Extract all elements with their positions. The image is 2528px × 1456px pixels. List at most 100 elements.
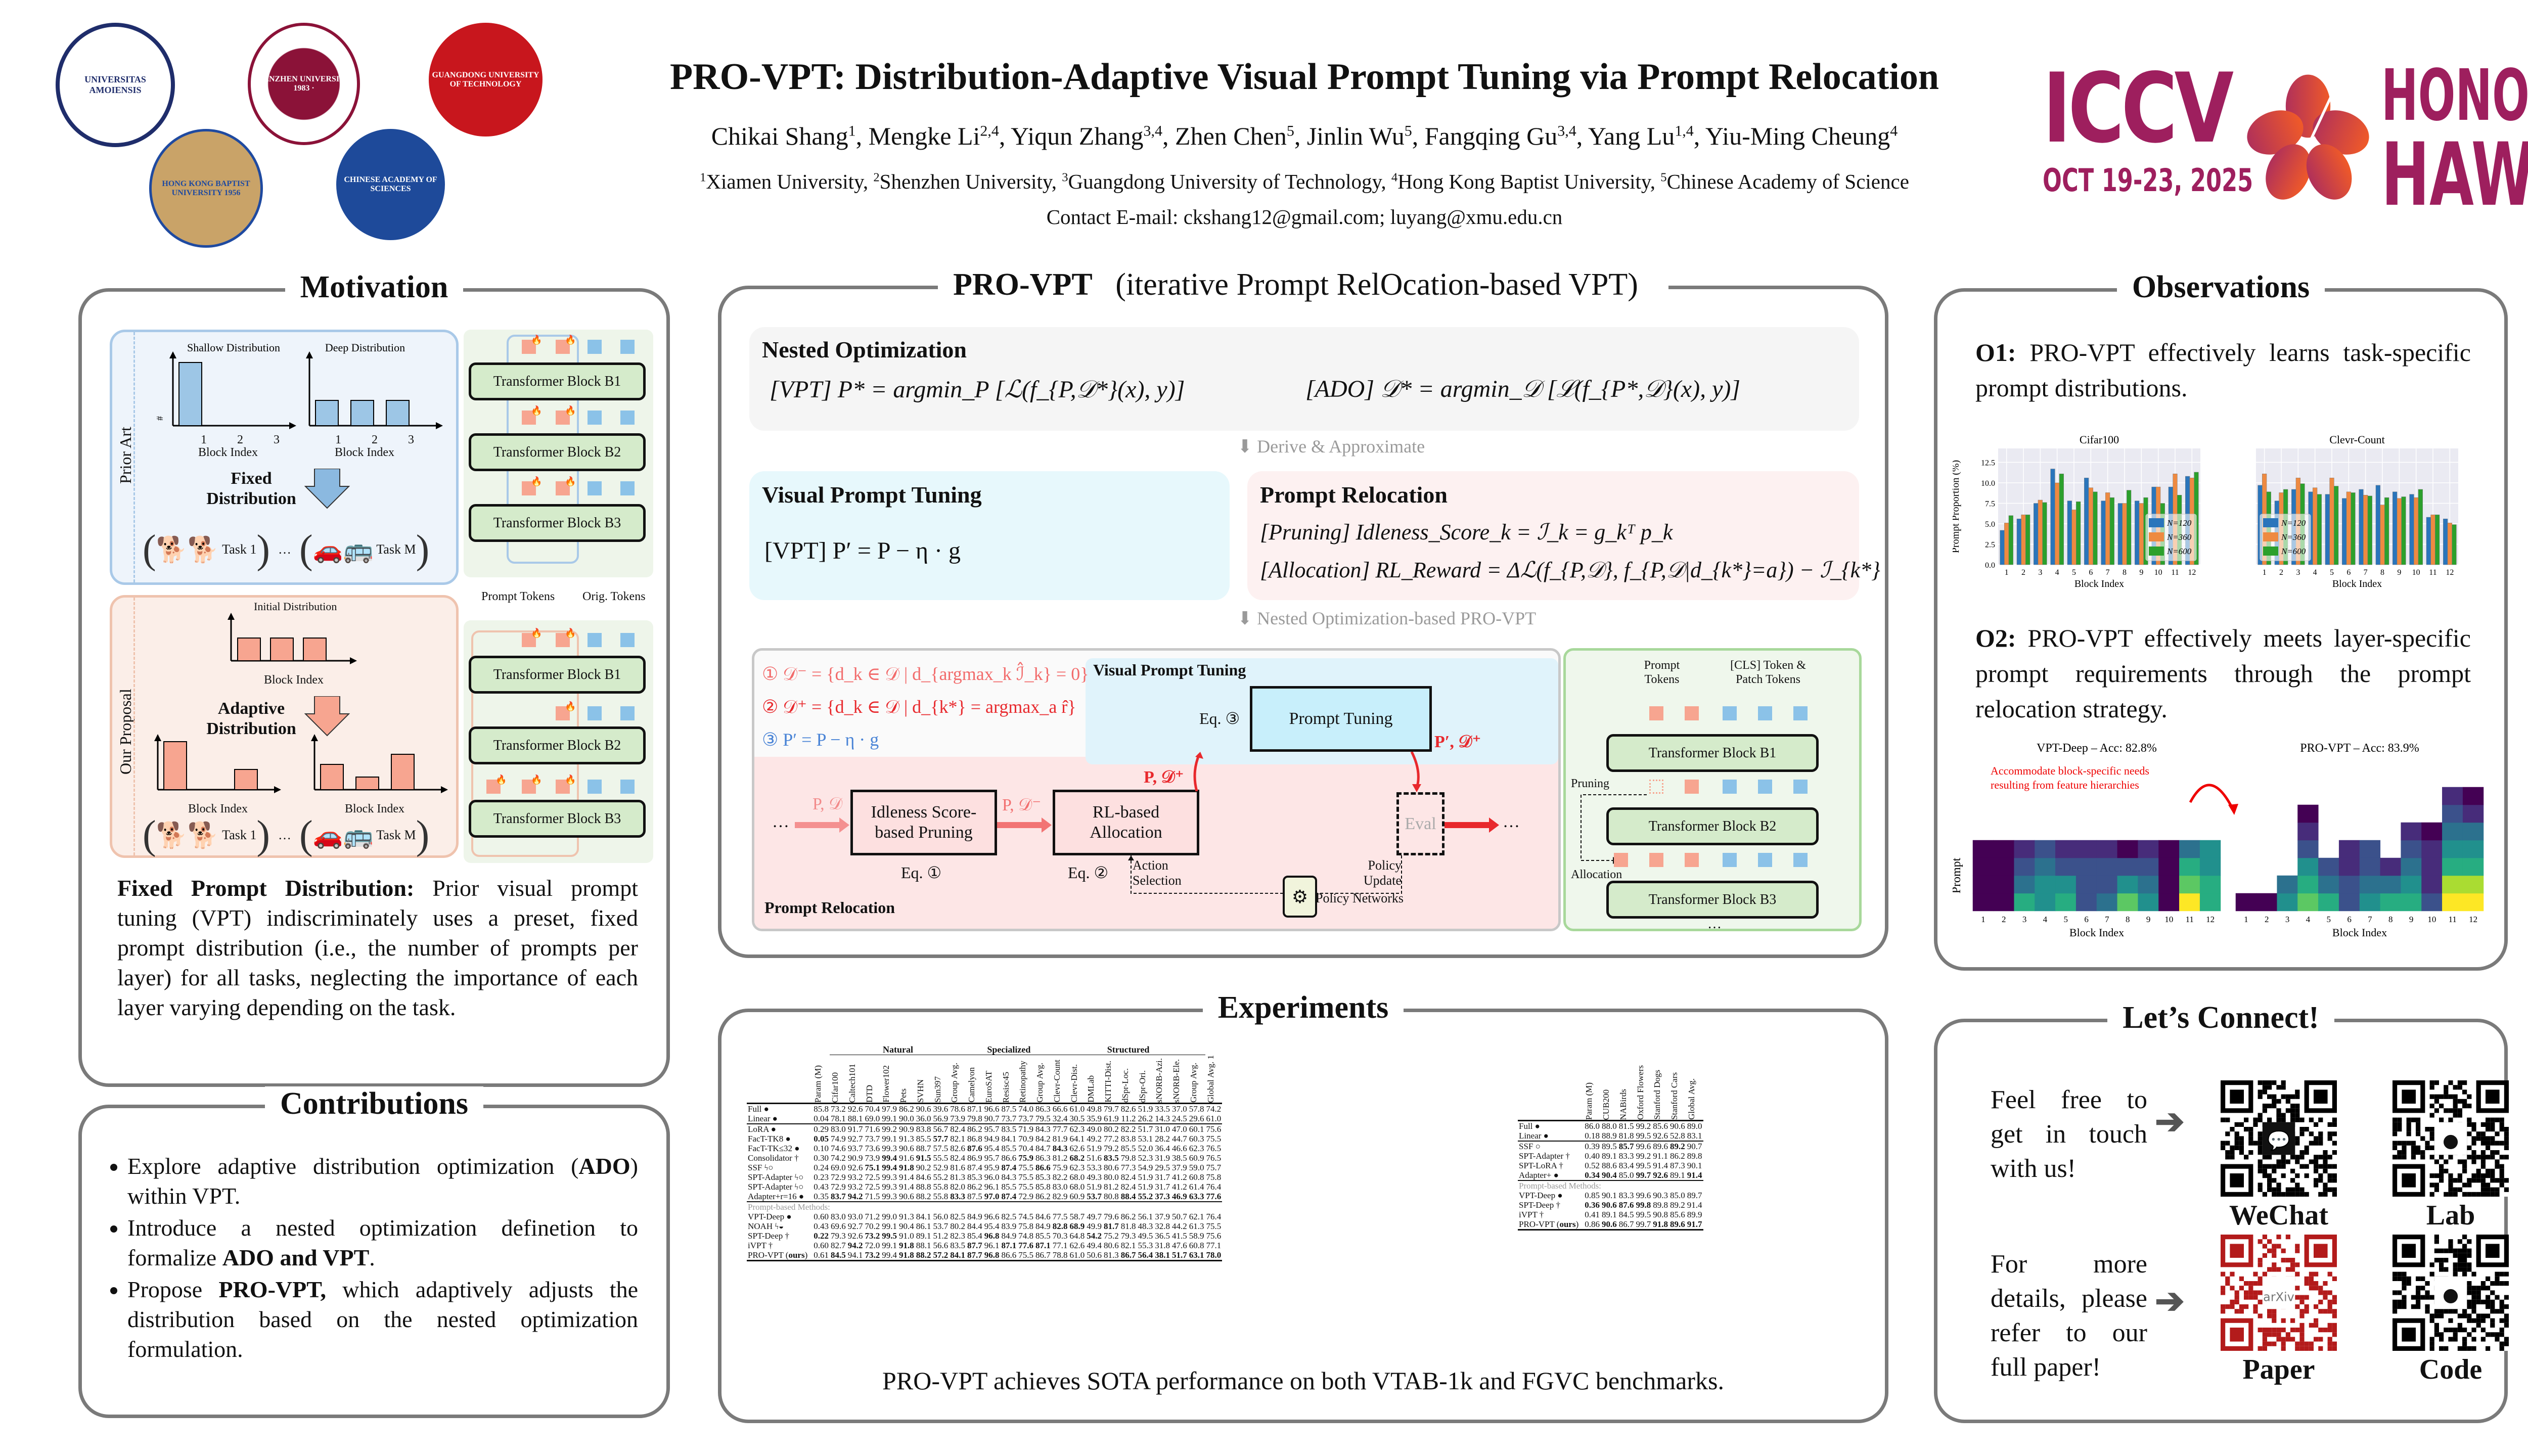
heatmap-cell: [2318, 875, 2339, 894]
table-cell: 29.6: [1189, 1114, 1204, 1124]
x-axis-label: Block Index: [2069, 926, 2124, 939]
table-cell: 94.2: [847, 1241, 863, 1251]
author-list: Chikai Shang1, Mengke Li2,4, Yiqun Zhang…: [711, 122, 1898, 150]
table-cell: 48.3: [1138, 1221, 1153, 1232]
x-tick-label: 7: [2105, 915, 2109, 924]
table-cell: 0.18: [1585, 1131, 1600, 1141]
heatmap-cell: [2055, 840, 2076, 858]
column-header: DMLab: [1086, 1075, 1096, 1103]
heatmap-title: PRO-VPT – Acc: 83.9%: [2300, 742, 2419, 755]
table-cell: 86.2: [898, 1103, 915, 1114]
bar: [2034, 503, 2039, 565]
table-cell: 58.9: [1189, 1231, 1204, 1241]
table-cell: 52.3: [1138, 1153, 1153, 1163]
table-cell: 86.7: [1617, 1219, 1635, 1231]
method-name: PRO-VPT (ours): [747, 1250, 813, 1262]
cls-patch-token: [1758, 780, 1772, 794]
bar: [2430, 514, 2435, 565]
author: Fangqing Gu3,4: [1424, 122, 1576, 150]
table-cell: 52.0: [1138, 1144, 1153, 1154]
table-cell: 88.4: [1120, 1192, 1136, 1202]
heatmap-cell: [2442, 893, 2463, 912]
table-cell: 61.0: [1206, 1114, 1222, 1124]
qr-code-code[interactable]: ●: [2392, 1235, 2509, 1351]
table-cell: 76.5: [1206, 1153, 1222, 1163]
table-cell: 86.1: [916, 1221, 931, 1232]
table-cell: 89.0: [1686, 1120, 1703, 1131]
contribution-item: Introduce a nested optimization defineti…: [127, 1213, 638, 1272]
table-cell: 68.9: [1069, 1221, 1085, 1232]
heatmap-cell: [2380, 893, 2401, 912]
table-cell: 66.6: [1051, 1103, 1069, 1114]
table-cell: 38.1: [1154, 1250, 1171, 1262]
x-tick-label: 3: [2022, 915, 2027, 924]
iccv-logo: ICCV OCT 19-23, 2025 HONOLULU HAWAII: [2043, 61, 2528, 218]
author: Yiqun Zhang3,4: [1011, 122, 1163, 150]
table-cell: 35.9: [1087, 1114, 1102, 1124]
bar: [2363, 495, 2368, 565]
heatmap-cell: [2462, 857, 2484, 876]
down-arrow-icon: [304, 469, 350, 509]
table-cell: 36.0: [916, 1114, 931, 1124]
table-cell: 90.6: [899, 1192, 914, 1202]
table-cell: 99.4: [882, 1153, 897, 1163]
qr-code-wechat[interactable]: 💬: [2221, 1080, 2337, 1197]
table-cell: 74.9: [831, 1134, 846, 1144]
heatmap-cell: [2235, 893, 2257, 912]
flame-icon: 🔥: [531, 628, 543, 638]
bar: [2000, 530, 2005, 565]
x-tick-label: 1: [2263, 568, 2267, 577]
column-header: NABirds: [1618, 1088, 1628, 1120]
method-name: iVPT †: [748, 1241, 773, 1251]
adaptive-distribution-label: Adaptive Distribution: [206, 699, 296, 738]
column-header: Param (M): [1584, 1082, 1594, 1120]
table-cell: 74.0: [1017, 1103, 1034, 1114]
table-cell: 75.5: [1206, 1221, 1222, 1232]
cas-logo: CHINESE ACADEMY OF SCIENCES: [336, 129, 445, 240]
table-cell: 84.2: [1035, 1134, 1051, 1144]
table-cell: 74.6: [831, 1144, 846, 1154]
table-cell: 83.8: [915, 1123, 932, 1134]
table-cell: 87.3: [1670, 1161, 1685, 1171]
column-header: sNORB-Azi.: [1154, 1058, 1164, 1103]
table-cell: 80.6: [1104, 1163, 1119, 1173]
author: Chikai Shang1: [711, 122, 856, 150]
ellipsis-right: …: [1503, 812, 1520, 831]
table-cell: 90.7: [1686, 1141, 1703, 1152]
flow-eq2: ② 𝒟⁺ = {d_k ∈ 𝒟 | d_{k*} = argmax_a r̂}: [762, 697, 1076, 717]
table-cell: 90.2: [916, 1163, 931, 1173]
table-cell: 95.9: [984, 1163, 1000, 1173]
qr-label-lab: Lab: [2426, 1200, 2475, 1231]
table-cell: 51.9: [1138, 1172, 1153, 1182]
table-cell: 51.9: [1087, 1144, 1102, 1154]
heatmap-cell: [1972, 857, 1994, 876]
bar: [2384, 497, 2389, 565]
qr-code-lab[interactable]: ●: [2392, 1080, 2509, 1197]
table-cell: 90.9: [847, 1153, 863, 1163]
vpt-objective-equation: [VPT] P* = argmin_P [ℒ(f_{P,𝒟*}(x), y)]: [770, 376, 1185, 403]
flow-vpt-heading: Visual Prompt Tuning: [1093, 661, 1246, 679]
heatmap-cell: [2318, 893, 2339, 912]
heatmap-cell: [2318, 857, 2339, 876]
table-cell: 72.5: [865, 1172, 880, 1182]
heatmap-cell: [2117, 893, 2138, 912]
table-cell: 79.2: [1104, 1144, 1119, 1154]
table-cell: 91.5: [916, 1153, 931, 1163]
table-cell: 75.5: [1018, 1172, 1033, 1182]
finder-pattern: [2402, 1328, 2416, 1342]
table-cell: 0.35: [814, 1192, 829, 1202]
heatmap-cell: [2256, 893, 2277, 912]
qr-code-paper[interactable]: arXiv: [2221, 1235, 2337, 1351]
table-cell: 75.6: [1206, 1231, 1222, 1241]
bar: [2418, 489, 2423, 565]
heatmap-cell: [2338, 857, 2360, 876]
flame-icon: 🔥: [565, 476, 576, 486]
poster-title: PRO-VPT: Distribution-Adaptive Visual Pr…: [669, 56, 1939, 98]
table-cell: 36.5: [1155, 1231, 1170, 1241]
heatmap-cell: [2158, 875, 2180, 894]
table-cell: 79.3: [1120, 1231, 1136, 1241]
